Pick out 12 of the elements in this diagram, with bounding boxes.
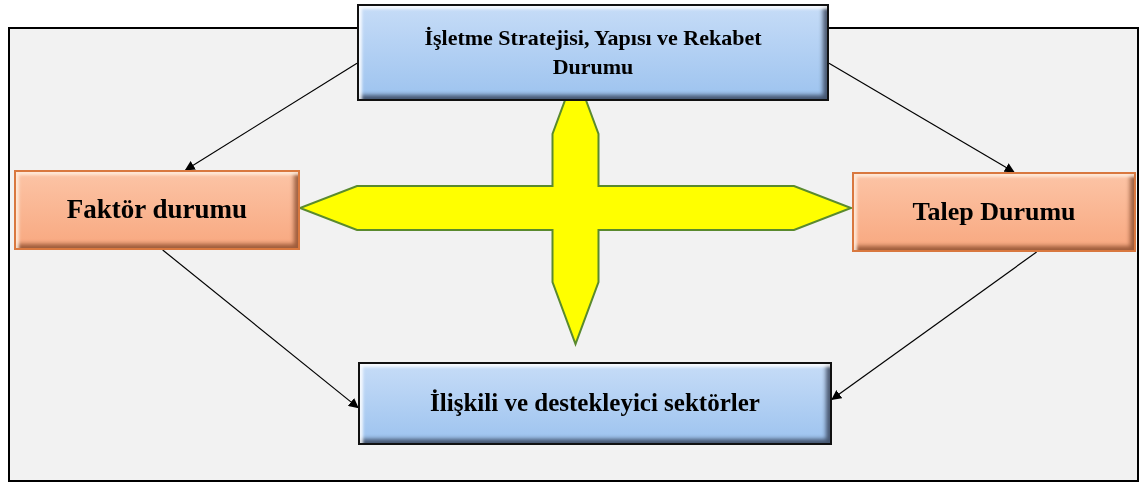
arrow: [184, 62, 358, 171]
box-label: Talep Durumu: [912, 196, 1076, 229]
process-box: [357, 4, 829, 101]
box-label: İlişkili ve destekleyici sektörler: [430, 388, 760, 419]
process-box: [358, 362, 832, 445]
box-label: Faktör durumu: [66, 193, 248, 227]
process-box: [852, 172, 1136, 252]
arrow: [828, 62, 1015, 173]
arrow: [831, 251, 1038, 400]
process-box: [14, 170, 300, 250]
box-label: İşletme Stratejisi, Yapısı ve Rekabet Durumu: [423, 23, 763, 81]
arrow: [162, 249, 359, 409]
